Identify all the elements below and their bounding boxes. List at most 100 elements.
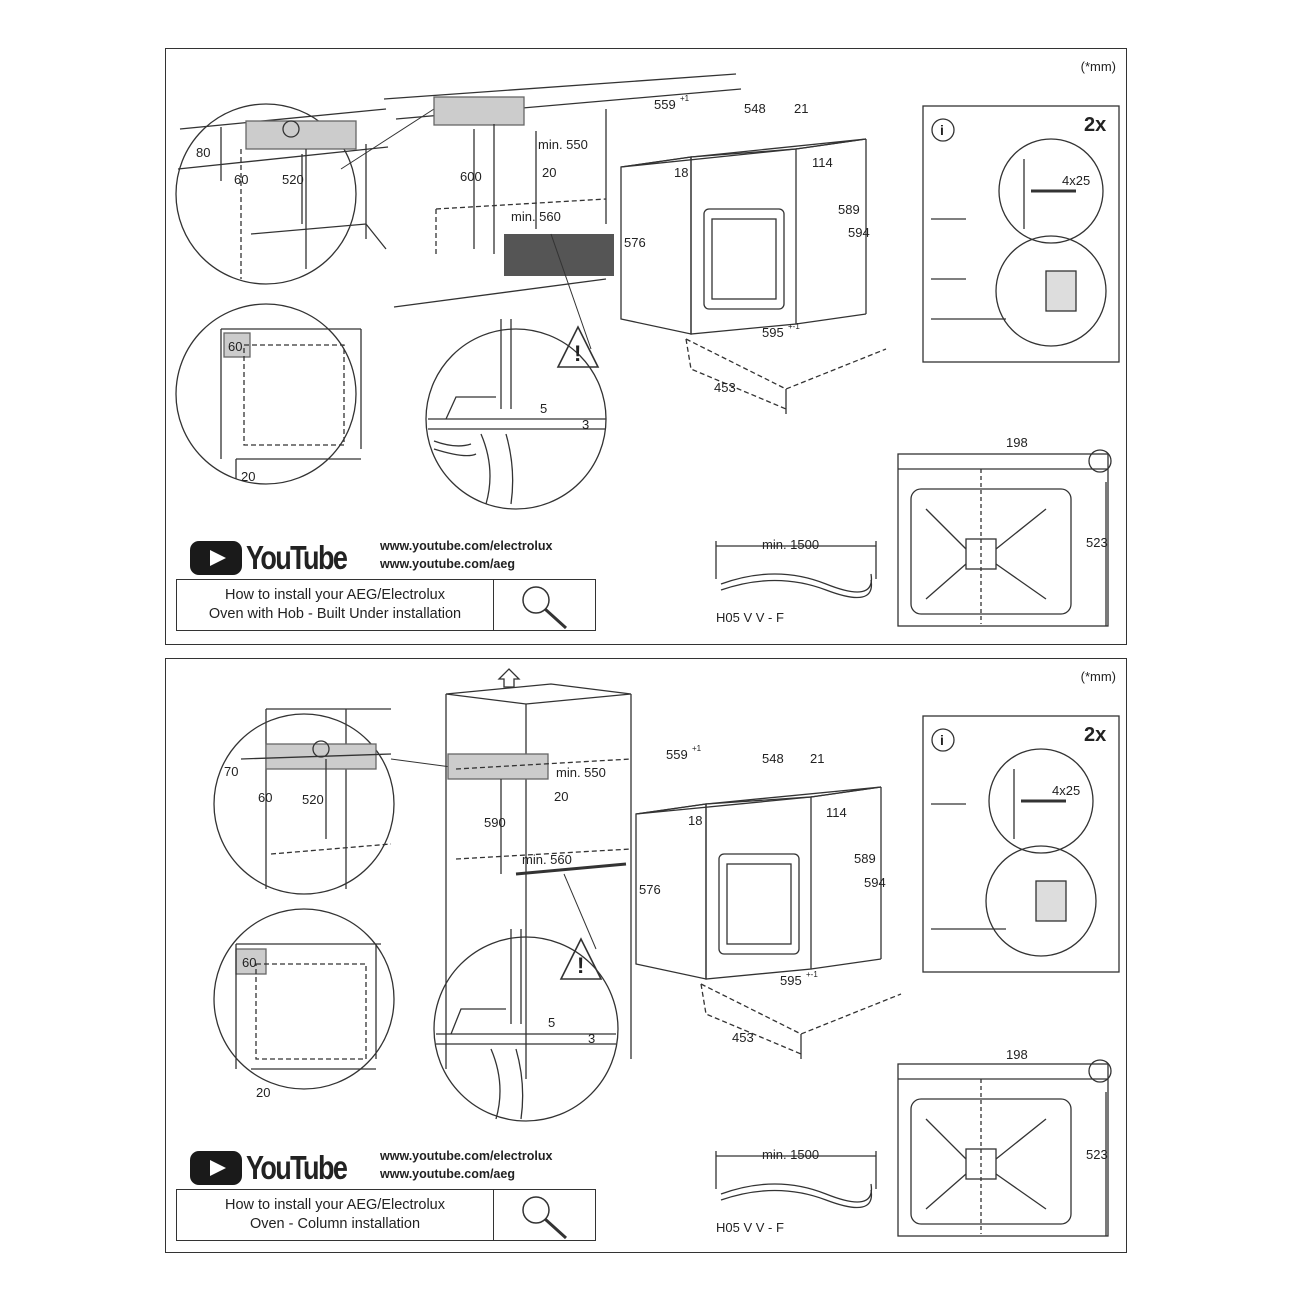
dim-453: 453 bbox=[714, 380, 736, 395]
dim-min-1500: min. 1500 bbox=[762, 1147, 819, 1162]
dim-589: 589 bbox=[838, 202, 860, 217]
kitchen-cabinet-drawing bbox=[383, 73, 742, 308]
dim-523: 523 bbox=[1086, 535, 1108, 550]
video-search-box[interactable]: How to install your AEG/Electrolux Oven … bbox=[176, 1189, 596, 1241]
dim-min-560: min. 560 bbox=[522, 852, 572, 867]
diagram-column: 70 60 520 60 20 590 min. 550 bbox=[213, 668, 1120, 1237]
dim-595-tol: +-1 bbox=[806, 970, 818, 979]
warning-icon: ! bbox=[577, 953, 584, 978]
side-clearance-detail-circle bbox=[213, 908, 395, 1090]
installation-panel-column: (*mm) 70 60 520 60 20 bbox=[165, 658, 1127, 1253]
info-icon: i bbox=[940, 732, 944, 748]
cable-type: H05 V V - F bbox=[716, 610, 784, 625]
dim-80: 80 bbox=[196, 145, 210, 160]
dim-20-bottom: 20 bbox=[241, 469, 255, 484]
video-title-line2: Oven with Hob - Built Under installation bbox=[208, 606, 462, 622]
screw-size: 4x25 bbox=[1052, 783, 1080, 798]
floor-gap-detail-circle: ! bbox=[425, 319, 607, 510]
dim-600: 600 bbox=[460, 169, 482, 184]
dim-20-bottom: 20 bbox=[256, 1085, 270, 1100]
video-title-line2: Oven - Column installation bbox=[249, 1216, 421, 1232]
dim-5: 5 bbox=[548, 1015, 555, 1030]
oven-front-view bbox=[897, 449, 1112, 627]
dim-60-side: 60 bbox=[242, 955, 256, 970]
dim-70: 70 bbox=[224, 764, 238, 779]
search-icon[interactable] bbox=[494, 1190, 595, 1240]
installation-panel-built-under: (*mm) 80 60 520 bbox=[165, 48, 1127, 645]
oven-front-view bbox=[897, 1059, 1112, 1237]
youtube-wordmark: YouTube bbox=[246, 539, 348, 576]
diagram-built-under: 80 60 520 60 20 bbox=[175, 73, 1120, 627]
dim-520: 520 bbox=[282, 172, 304, 187]
video-search-box[interactable]: How to install your AEG/Electrolux Oven … bbox=[176, 579, 596, 631]
side-clearance-detail-circle bbox=[175, 303, 362, 485]
fixing-screws-info-box: i bbox=[922, 715, 1120, 973]
youtube-urls: www.youtube.com/electrolux www.youtube.c… bbox=[380, 537, 553, 573]
url-aeg[interactable]: www.youtube.com/aeg bbox=[380, 557, 515, 571]
search-icon[interactable] bbox=[494, 580, 595, 630]
video-title-line1: How to install your AEG/Electrolux bbox=[224, 587, 445, 603]
dim-20: 20 bbox=[554, 789, 568, 804]
dim-min-550: min. 550 bbox=[556, 765, 606, 780]
dim-594: 594 bbox=[864, 875, 886, 890]
dim-576: 576 bbox=[639, 882, 661, 897]
oven-drawing bbox=[620, 138, 887, 414]
dim-594: 594 bbox=[848, 225, 870, 240]
cable-type: H05 V V - F bbox=[716, 1220, 784, 1235]
dim-min-550: min. 550 bbox=[538, 137, 588, 152]
dim-520: 520 bbox=[302, 792, 324, 807]
dim-18: 18 bbox=[688, 813, 702, 828]
dim-559: 559 bbox=[654, 97, 676, 112]
dim-20: 20 bbox=[542, 165, 556, 180]
youtube-urls: www.youtube.com/electrolux www.youtube.c… bbox=[380, 1147, 553, 1183]
dim-3: 3 bbox=[588, 1031, 595, 1046]
dim-min-560: min. 560 bbox=[511, 209, 561, 224]
video-title: How to install your AEG/Electrolux Oven … bbox=[177, 1190, 494, 1240]
dim-595: 595 bbox=[780, 973, 802, 988]
video-title-line1: How to install your AEG/Electrolux bbox=[224, 1197, 445, 1213]
url-aeg[interactable]: www.youtube.com/aeg bbox=[380, 1167, 515, 1181]
dim-576: 576 bbox=[624, 235, 646, 250]
dim-198: 198 bbox=[1006, 435, 1028, 450]
dim-21: 21 bbox=[794, 101, 808, 116]
youtube-logo[interactable]: YouTube bbox=[190, 1149, 368, 1187]
column-cutout-detail-circle bbox=[213, 708, 395, 895]
youtube-logo[interactable]: YouTube bbox=[190, 539, 368, 577]
dim-589: 589 bbox=[854, 851, 876, 866]
youtube-play-icon bbox=[190, 1151, 242, 1185]
dim-548: 548 bbox=[762, 751, 784, 766]
info-icon: i bbox=[940, 122, 944, 138]
youtube-play-icon bbox=[190, 541, 242, 575]
dim-590: 590 bbox=[484, 815, 506, 830]
screw-count: 2x bbox=[1084, 724, 1106, 746]
dim-60: 60 bbox=[234, 172, 248, 187]
warning-icon: ! bbox=[574, 341, 581, 366]
power-cable-drawing bbox=[715, 541, 877, 599]
dim-21: 21 bbox=[810, 751, 824, 766]
floor-gap-detail-circle: ! bbox=[433, 929, 619, 1122]
unit-note: (*mm) bbox=[1080, 59, 1116, 74]
url-electrolux[interactable]: www.youtube.com/electrolux bbox=[380, 1149, 553, 1163]
unit-note: (*mm) bbox=[1080, 669, 1116, 684]
hob-cutout-detail-circle bbox=[175, 103, 389, 285]
dim-523: 523 bbox=[1086, 1147, 1108, 1162]
oven-drawing bbox=[635, 786, 902, 1059]
video-title: How to install your AEG/Electrolux Oven … bbox=[177, 580, 494, 630]
fixing-screws-info-box: i bbox=[922, 105, 1120, 363]
dim-3: 3 bbox=[582, 417, 589, 432]
dim-453: 453 bbox=[732, 1030, 754, 1045]
dim-559-tol: +1 bbox=[680, 94, 690, 103]
dim-5: 5 bbox=[540, 401, 547, 416]
youtube-wordmark: YouTube bbox=[246, 1149, 348, 1186]
url-electrolux[interactable]: www.youtube.com/electrolux bbox=[380, 539, 553, 553]
dim-559: 559 bbox=[666, 747, 688, 762]
dim-595-tol: +-1 bbox=[788, 322, 800, 331]
dim-114: 114 bbox=[826, 805, 847, 820]
power-cable-drawing bbox=[715, 1151, 877, 1209]
dim-559-tol: +1 bbox=[692, 744, 702, 753]
dim-198: 198 bbox=[1006, 1047, 1028, 1062]
screw-size: 4x25 bbox=[1062, 173, 1090, 188]
dim-min-1500: min. 1500 bbox=[762, 537, 819, 552]
dim-60: 60 bbox=[258, 790, 272, 805]
dim-60-side: 60 bbox=[228, 339, 242, 354]
